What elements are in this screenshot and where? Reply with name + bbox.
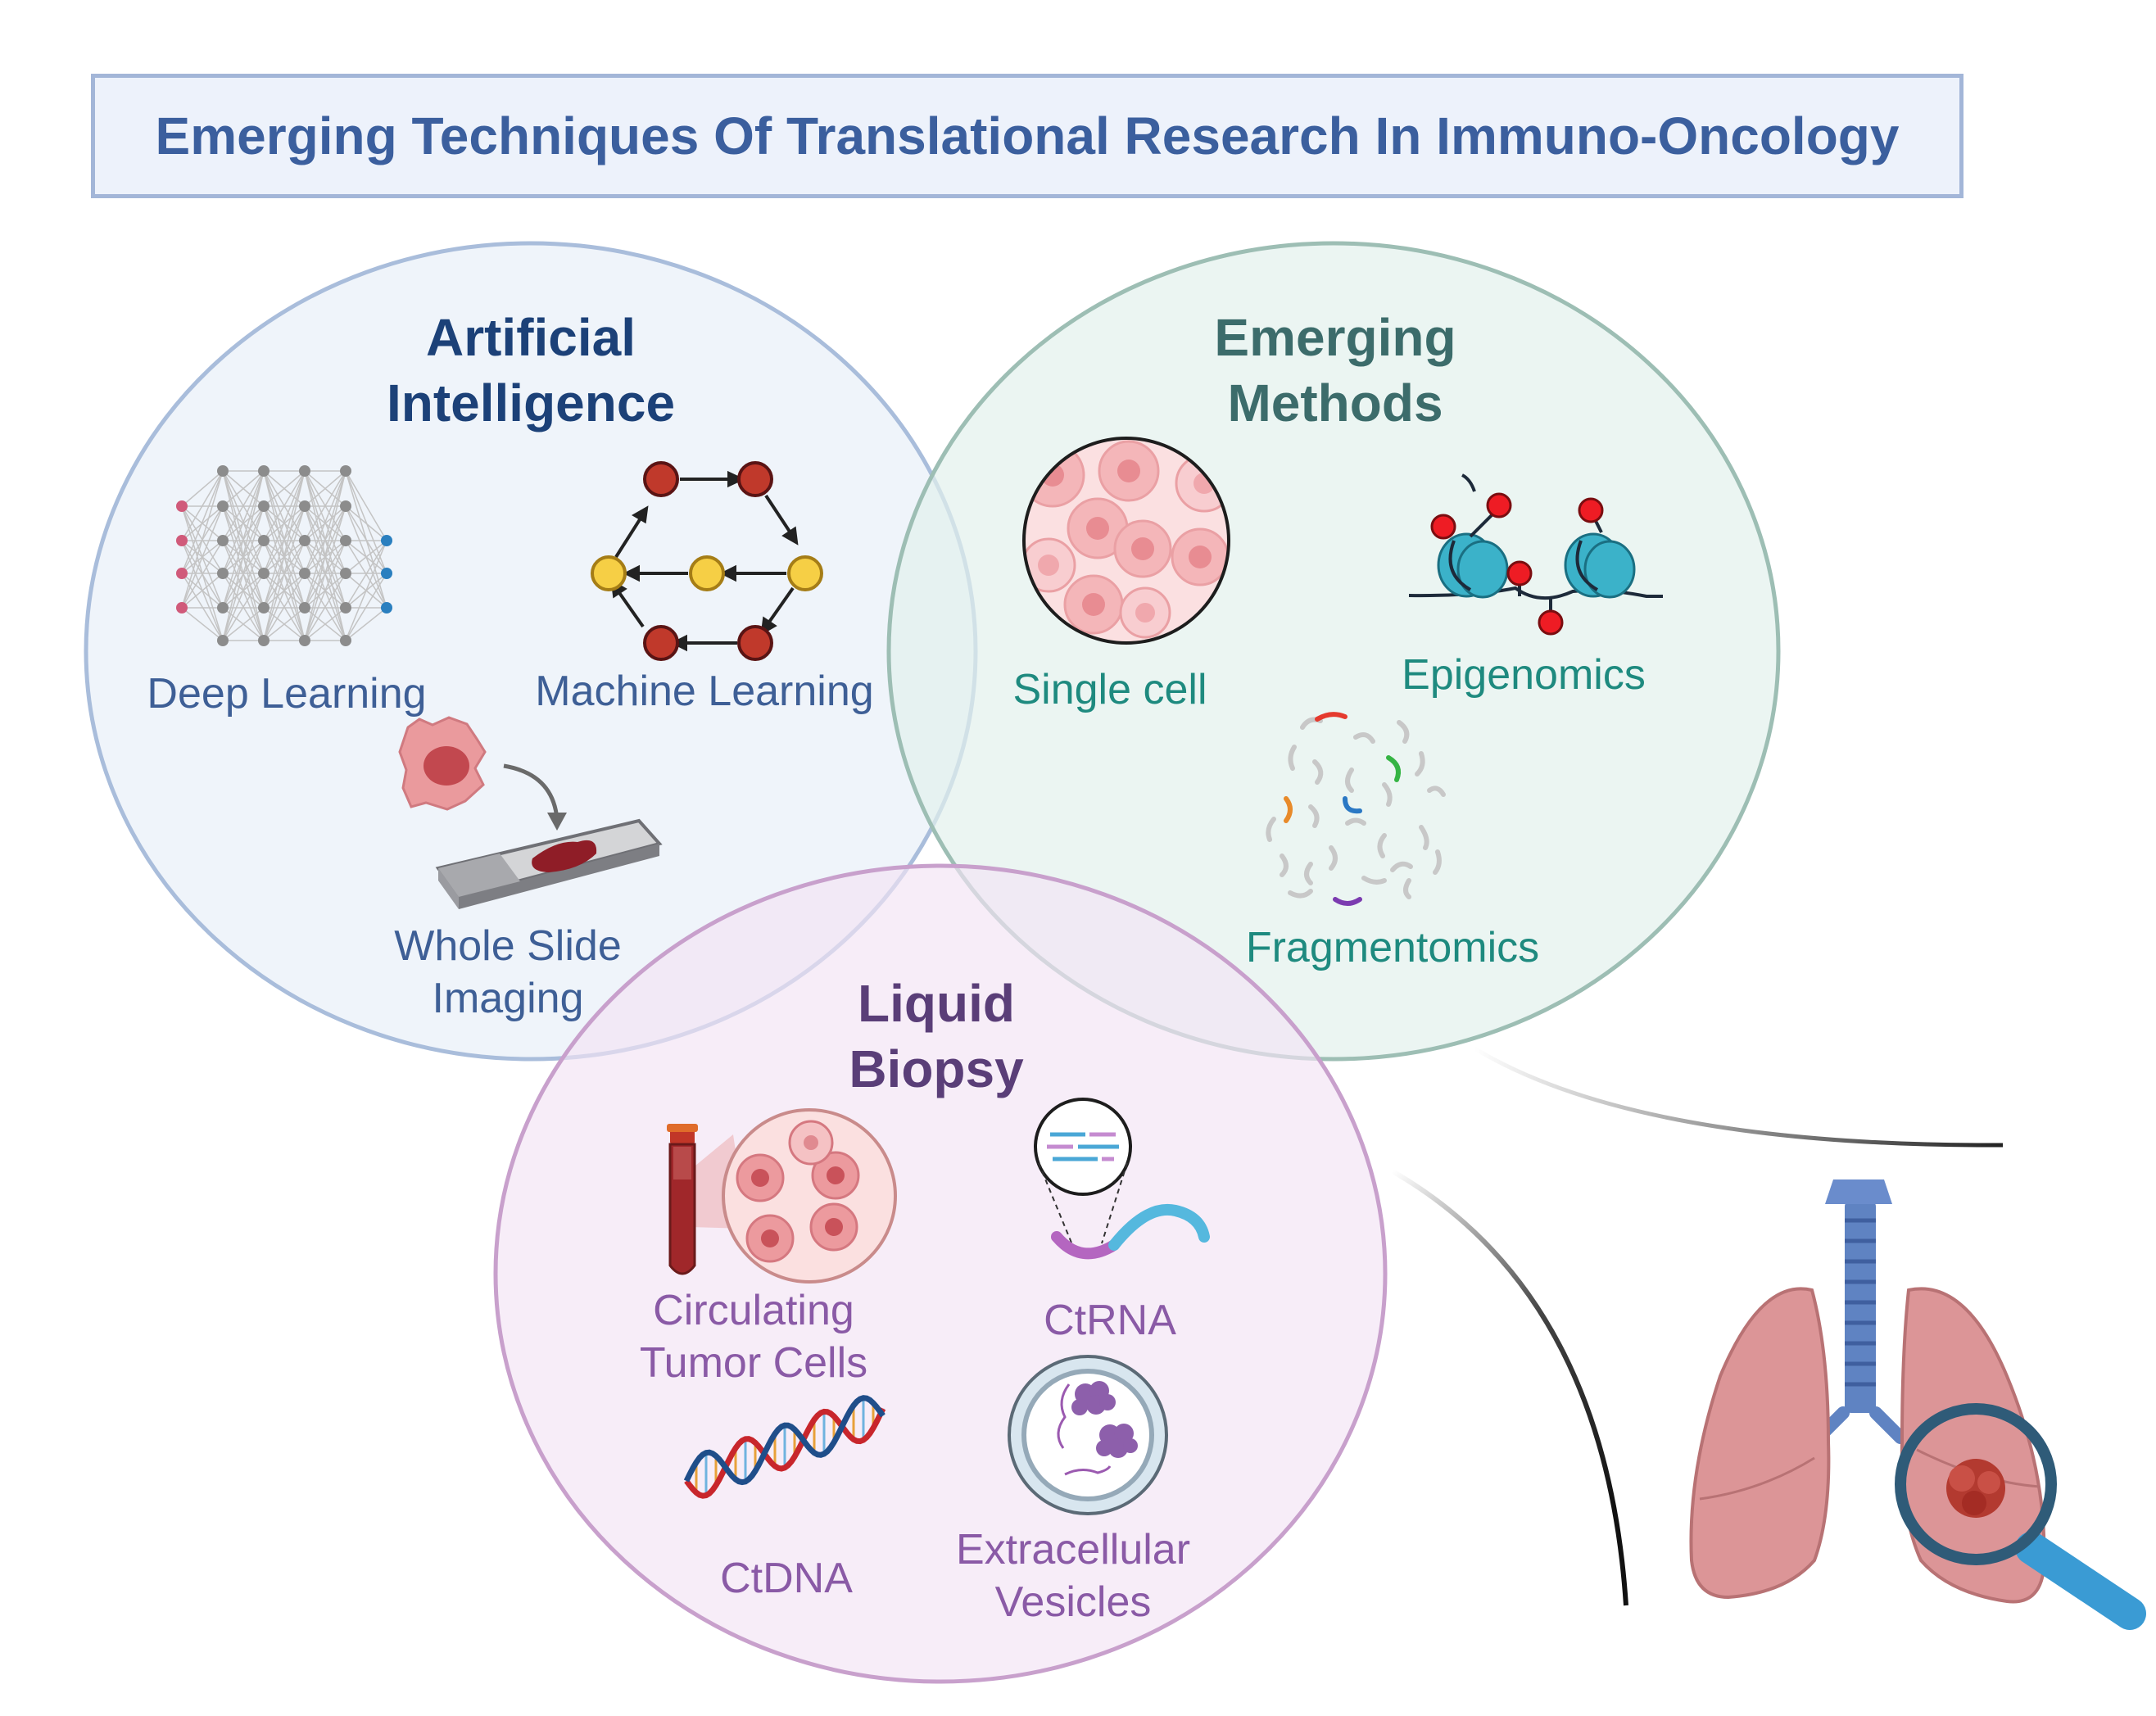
ctrna-icon	[1034, 1098, 1210, 1260]
page-title: Emerging Techniques Of Translational Res…	[155, 106, 1900, 165]
liquid-heading-line-2: Biopsy	[849, 1039, 1024, 1098]
ai-heading-line-1: Artificial	[425, 308, 636, 367]
ev-label: Extracellular Vesicles	[926, 1524, 1221, 1628]
single-cell-label: Single cell	[1012, 666, 1207, 713]
whole-slide-icon	[398, 716, 663, 909]
emerging-heading-line-2: Methods	[1227, 374, 1443, 432]
ctc-label-line-2: Tumor Cells	[639, 1339, 868, 1387]
fragmentomics-label: Fragmentomics	[1245, 924, 1540, 971]
ev-label-line-2: Vesicles	[994, 1578, 1152, 1626]
ai-heading-line-2: Intelligence	[386, 374, 676, 432]
machine-learning-graph-icon	[591, 461, 823, 661]
ctc-icon	[667, 1108, 897, 1284]
title-banner: Emerging Techniques Of Translational Res…	[91, 74, 1964, 198]
wsi-label-line-2: Imaging	[432, 975, 584, 1022]
ctc-label: Circulating Tumor Cells	[606, 1284, 901, 1389]
venn-circles	[84, 241, 1781, 1684]
epigenomics-icon	[1408, 473, 1663, 636]
emerging-heading-line-1: Emerging	[1214, 308, 1456, 367]
ctrna-label: CtRNA	[1044, 1297, 1176, 1344]
zoom-callout-lines	[1391, 1046, 2004, 1606]
single-cell-icon	[1022, 437, 1230, 645]
liquid-biopsy-heading: Liquid Biopsy	[772, 971, 1100, 1102]
lungs-icon	[1689, 1179, 2146, 1630]
ctdna-label: CtDNA	[720, 1555, 853, 1602]
ev-icon	[1008, 1355, 1168, 1515]
ctdna-helix-icon	[683, 1395, 886, 1499]
machine-learning-label: Machine Learning	[535, 668, 874, 715]
whole-slide-imaging-label: Whole Slide Imaging	[352, 920, 664, 1025]
epigenomics-label: Epigenomics	[1402, 651, 1646, 699]
emerging-heading: Emerging Methods	[1171, 305, 1499, 436]
deep-learning-label: Deep Learning	[147, 670, 427, 718]
ev-label-line-1: Extracellular	[955, 1526, 1191, 1573]
fragmentomics-icon	[1266, 712, 1446, 906]
wsi-label-line-1: Whole Slide	[394, 922, 622, 970]
ai-heading: Artificial Intelligence	[367, 305, 695, 436]
liquid-heading-line-1: Liquid	[858, 974, 1015, 1033]
ctc-label-line-1: Circulating	[653, 1287, 854, 1334]
neural-network-icon	[176, 465, 392, 646]
